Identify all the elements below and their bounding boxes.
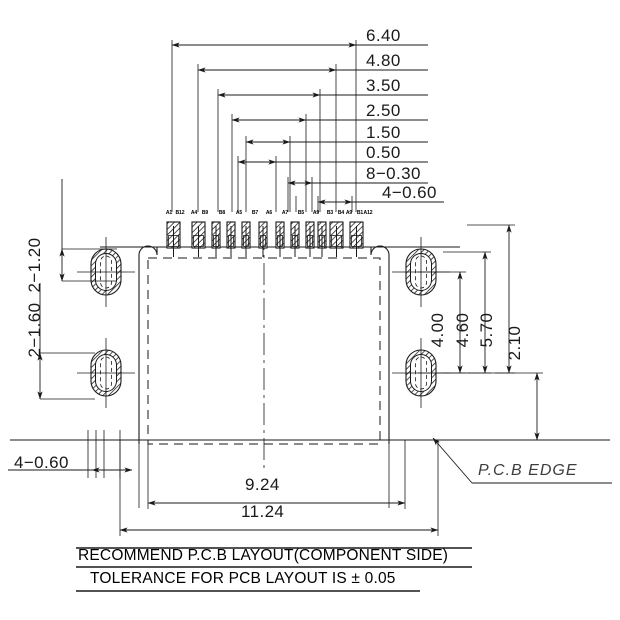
pin-label-B1-14: B1	[357, 210, 364, 216]
pad-drill-box	[277, 235, 283, 247]
top-dimension-d640: 6.40	[171, 26, 428, 48]
title-block-group: RECOMMEND P.C.B LAYOUT(COMPONENT SIDE) TO…	[76, 547, 472, 592]
dimension-label: 2−1.20	[25, 238, 44, 293]
bottom-dimension-b4060: 4−0.60	[8, 430, 133, 478]
contact-pad-wide-1	[166, 221, 181, 257]
contact-pad-narrow-8	[317, 221, 327, 257]
dimension-label: 0.50	[366, 143, 401, 162]
top-dimension-d8030: 8−0.30	[287, 164, 428, 186]
pcb-edge-label: P.C.B EDGE	[478, 462, 578, 479]
contact-pads-group	[166, 221, 364, 257]
contact-pad-narrow-1	[211, 221, 221, 257]
contact-pad-narrow-4	[258, 221, 268, 257]
right-dimension-group: 4.00 4.60 5.70 2.10	[418, 224, 543, 441]
pin-label-B5-9: B5	[298, 210, 305, 216]
contact-pad-wide-4	[349, 221, 364, 257]
pad-drill-box	[168, 235, 179, 247]
top-dimension-d250: 2.50	[231, 101, 428, 123]
dimension-label: 4.60	[453, 313, 472, 348]
pin-label-A4-2: A4	[191, 210, 198, 216]
dimension-label: 9.24	[245, 475, 280, 494]
extension-lines-group	[171, 40, 357, 212]
pad-drill-box	[292, 235, 298, 247]
pin-label-A1-0: A1	[166, 210, 173, 216]
contact-pad-narrow-2	[226, 221, 236, 257]
left-dimension-group: 2−1.20 2−1.60	[25, 179, 117, 400]
dimension-label: 4−0.60	[382, 183, 437, 202]
top-dimension-d350: 3.50	[217, 76, 428, 98]
pad-drill-box	[228, 235, 234, 247]
pin-label-A9-13: A9	[346, 210, 353, 216]
pad-drill-box	[243, 235, 249, 247]
pin-label-B7-6: B7	[252, 210, 259, 216]
bottom-dimension-b1124: 11.24	[119, 440, 439, 536]
contact-pad-narrow-5	[275, 221, 285, 257]
contact-pad-wide-2	[191, 221, 206, 257]
right-dimension-r210: 2.10	[495, 326, 543, 441]
dimension-label: 4.00	[428, 313, 447, 348]
left-dimension-l160: 2−1.60	[25, 283, 95, 400]
top-dimension-d4060: 4−0.60	[317, 183, 444, 205]
title-line-1: RECOMMEND P.C.B LAYOUT(COMPONENT SIDE)	[78, 547, 448, 564]
title-line-2: TOLERANCE FOR PCB LAYOUT IS ± 0.05	[90, 570, 396, 587]
contact-pad-narrow-6	[290, 221, 300, 257]
left-dimension-l120: 2−1.20	[25, 179, 117, 292]
pin-label-A12-15: A12	[363, 210, 372, 216]
pin-label-A7-8: A7	[282, 210, 289, 216]
dimension-label: 8−0.30	[366, 164, 421, 183]
pin-label-A6-7: A6	[266, 210, 273, 216]
pin-label-B4-12: B4	[338, 210, 345, 216]
dimension-label: 3.50	[366, 76, 401, 95]
dimension-label: 5.70	[477, 313, 496, 348]
pin-label-B3-11: B3	[327, 210, 334, 216]
pad-drill-box	[260, 235, 266, 247]
pad-drill-box	[193, 235, 204, 247]
pin-label-B9-3: B9	[202, 210, 209, 216]
pad-drill-box	[351, 235, 362, 247]
top-dimension-d150: 1.50	[245, 123, 428, 145]
bottom-dimension-group: 4−0.60 9.24 11.24	[8, 430, 439, 536]
pad-drill-box	[331, 235, 342, 247]
pin-label-A9-10: A9	[313, 210, 320, 216]
dimension-label: 4−0.60	[14, 453, 69, 472]
pad-drill-box	[213, 235, 219, 247]
pad-drill-box	[307, 235, 313, 247]
right-dimension-r460: 4.60	[443, 251, 491, 374]
pin-label-A5-5: A5	[236, 210, 243, 216]
dimension-label: 6.40	[366, 26, 401, 45]
dimension-label: 11.24	[241, 502, 284, 521]
annotation-group: P.C.B EDGE	[432, 437, 612, 484]
top-dimension-stack: 6.40 4.80 3.50 2.50 1.500.50 8−0.304−0.60	[171, 26, 444, 205]
top-dimension-d050: 0.50	[237, 143, 428, 165]
contact-pad-narrow-3	[241, 221, 251, 257]
dimension-label: 2−1.60	[25, 303, 44, 358]
dimension-label: 2.10	[505, 326, 524, 361]
pad-drill-box	[319, 235, 325, 247]
mount-pad-bottom-left	[77, 338, 135, 408]
pin-label-B12-1: B12	[175, 210, 184, 216]
top-dimension-d480: 4.80	[197, 51, 428, 73]
contact-pad-wide-3	[329, 221, 344, 257]
pin-label-B8-4: B8	[219, 210, 226, 216]
dimension-label: 2.50	[366, 101, 401, 120]
dimension-label: 4.80	[366, 51, 401, 70]
bottom-dimension-b924: 9.24	[147, 440, 406, 509]
pcb-edge-leader	[432, 437, 473, 484]
mounting-pads-group	[77, 237, 450, 408]
dimension-label: 1.50	[366, 123, 401, 142]
mount-pad-bottom-right	[392, 338, 450, 408]
contact-pad-narrow-7	[305, 221, 315, 257]
